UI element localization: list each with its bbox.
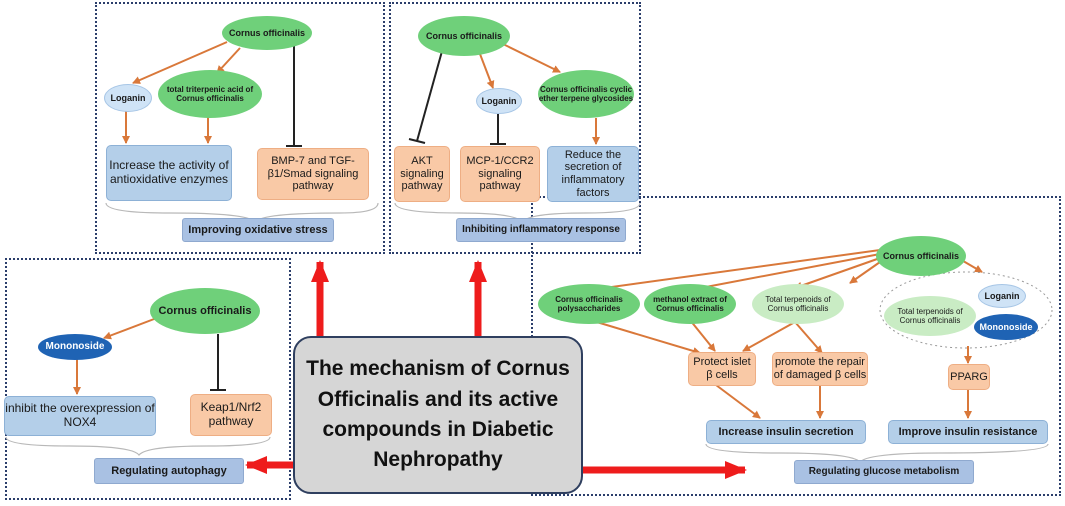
cornus-officinalis-source: Cornus officinalis	[876, 236, 966, 276]
mononoside-compound: Mononoside	[38, 334, 112, 360]
panel-oxidative-stress	[95, 2, 385, 254]
cyclic-ether-terpene-glycosides-compound: Cornus officinalis cyclic ether terpene …	[538, 70, 634, 118]
pparg-box: PPARG	[948, 364, 990, 390]
cornus-officinalis-source: Cornus officinalis	[150, 288, 260, 334]
panel-autophagy	[5, 258, 291, 500]
inhibit-nox4-box: inhibit the overexpression of NOX4	[4, 396, 156, 436]
mononoside-compound: Mononoside	[974, 314, 1038, 340]
antioxidative-enzymes-box: Increase the activity of antioxidative e…	[106, 145, 232, 201]
regulating-glucose-metabolism-label: Regulating glucose metabolism	[794, 460, 974, 484]
cornus-officinalis-source: Cornus officinalis	[222, 16, 312, 50]
total-terpenoids-compound: Total terpenoids of Cornus officinalis	[752, 284, 844, 324]
polysaccharides-compound: Cornus officinalis polysaccharides	[538, 284, 640, 324]
loganin-compound: Loganin	[104, 84, 152, 112]
improve-insulin-resistance-box: Improve insulin resistance	[888, 420, 1048, 444]
repair-beta-cells-box: promote the repair of damaged β cells	[772, 352, 868, 386]
cornus-officinalis-source: Cornus officinalis	[418, 16, 510, 56]
protect-islet-beta-cells-box: Protect islet β cells	[688, 352, 756, 386]
keap1-nrf2-box: Keap1/Nrf2 pathway	[190, 394, 272, 436]
panel-inflammatory-response	[389, 2, 641, 254]
regulating-autophagy-label: Regulating autophagy	[94, 458, 244, 484]
central-title-box: The mechanism of Cornus Officinalis and …	[293, 336, 583, 494]
mcp1-ccr2-signaling-box: MCP-1/CCR2 signaling pathway	[460, 146, 540, 202]
akt-signaling-box: AKT signaling pathway	[394, 146, 450, 202]
total-triterpenic-acid-compound: total triterpenic acid of Cornus officin…	[158, 70, 262, 118]
improving-oxidative-stress-label: Improving oxidative stress	[182, 218, 334, 242]
increase-insulin-secretion-box: Increase insulin secretion	[706, 420, 866, 444]
loganin-compound: Loganin	[476, 88, 522, 114]
total-terpenoids-compound-2: Total terpenoids of Cornus officinalis	[884, 296, 976, 336]
methanol-extract-compound: methanol extract of Cornus officinalis	[644, 284, 736, 324]
bmp7-tgf-smad-box: BMP-7 and TGF-β1/Smad signaling pathway	[257, 148, 369, 200]
loganin-compound: Loganin	[978, 284, 1026, 308]
reduce-inflammatory-factors-box: Reduce the secretion of inflammatory fac…	[547, 146, 639, 202]
inhibiting-inflammatory-response-label: Inhibiting inflammatory response	[456, 218, 626, 242]
